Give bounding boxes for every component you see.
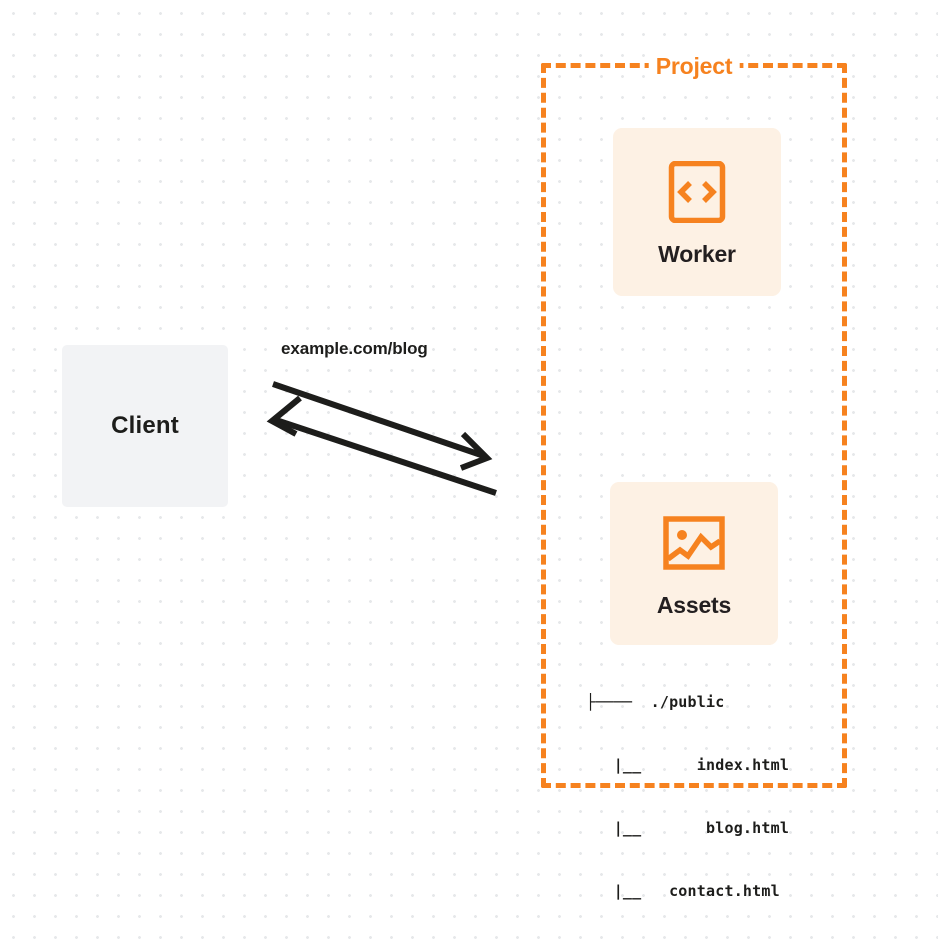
file-tree-line: |__ contact.html bbox=[586, 882, 780, 900]
code-brackets-icon bbox=[668, 161, 726, 223]
asset-file-tree: ├──── ./public |__ index.html |__ blog.h… bbox=[586, 650, 789, 944]
assets-node[interactable]: Assets bbox=[610, 482, 778, 645]
diagram-canvas: Client example.com/blog Project Worker bbox=[62, 53, 847, 900]
client-node-label: Client bbox=[111, 412, 179, 439]
file-tree-line: ├──── ./public bbox=[586, 693, 725, 711]
response-arrow bbox=[266, 395, 497, 496]
assets-node-label: Assets bbox=[656, 592, 732, 618]
file-tree-line: |__ index.html bbox=[586, 756, 790, 774]
request-url-label: example.com/blog bbox=[281, 339, 428, 358]
project-container: Project bbox=[541, 53, 847, 788]
request-arrow bbox=[272, 381, 493, 471]
client-node[interactable]: Client bbox=[62, 345, 228, 507]
project-title: Project bbox=[648, 53, 740, 80]
image-icon bbox=[663, 516, 725, 570]
worker-node[interactable]: Worker bbox=[613, 128, 781, 296]
worker-node-label: Worker bbox=[658, 241, 736, 267]
file-tree-line: |__ blog.html bbox=[586, 819, 790, 837]
